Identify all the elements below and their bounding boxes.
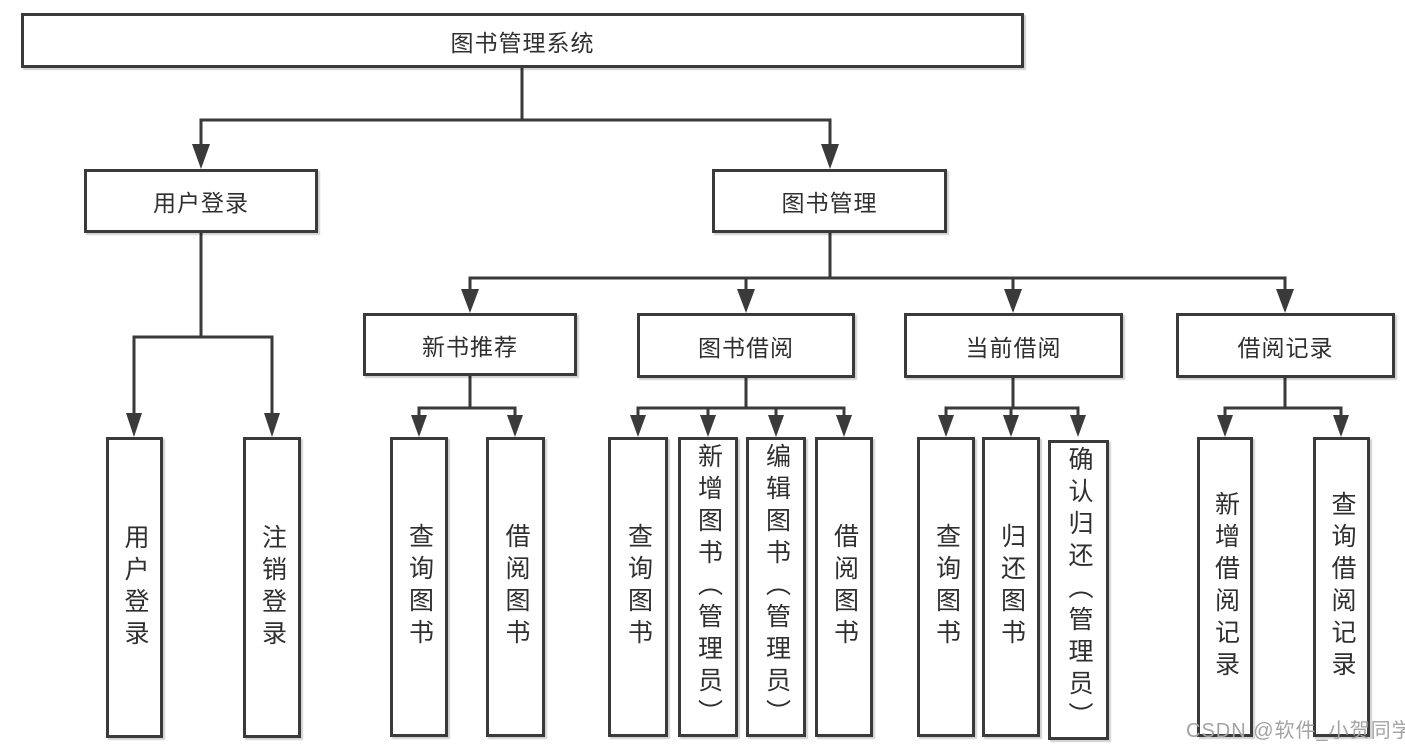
node-query-books-borrowing: 查询图书 bbox=[608, 437, 668, 737]
node-book-management-label: 图书管理 bbox=[781, 190, 878, 216]
node-add-borrow-record-label: 新增借阅记录 bbox=[1211, 491, 1240, 683]
node-logout-leaf-label: 注销登录 bbox=[258, 523, 287, 652]
node-query-books-borrowing-label: 查询图书 bbox=[624, 523, 653, 651]
node-logout-leaf: 注销登录 bbox=[243, 437, 301, 738]
node-query-books-current: 查询图书 bbox=[917, 437, 975, 737]
connector-user-login bbox=[126, 231, 280, 437]
node-new-book-recommendation-label: 新书推荐 bbox=[422, 333, 518, 360]
connector-current-borrowing bbox=[938, 376, 1086, 437]
node-root-label: 图书管理系统 bbox=[450, 29, 595, 56]
connector-root bbox=[192, 66, 839, 169]
node-query-books-recommend: 查询图书 bbox=[390, 437, 448, 737]
node-return-books-label: 归还图书 bbox=[997, 523, 1026, 651]
node-borrowing-records-label: 借阅记录 bbox=[1237, 334, 1334, 361]
node-book-borrowing-label: 图书借阅 bbox=[698, 334, 794, 361]
node-borrow-books-borrowing-label: 借阅图书 bbox=[830, 523, 859, 651]
node-query-borrow-record: 查询借阅记录 bbox=[1313, 437, 1370, 737]
node-query-borrow-record-label: 查询借阅记录 bbox=[1328, 491, 1356, 683]
node-borrow-books-recommend-label: 借阅图书 bbox=[502, 523, 530, 651]
node-add-borrow-record: 新增借阅记录 bbox=[1197, 437, 1253, 737]
node-edit-books-admin: 编辑图书（管理员） bbox=[746, 437, 806, 737]
node-user-login: 用户登录 bbox=[84, 169, 318, 233]
node-return-books: 归还图书 bbox=[982, 437, 1040, 737]
node-book-borrowing: 图书借阅 bbox=[637, 313, 855, 378]
node-new-book-recommendation: 新书推荐 bbox=[363, 313, 577, 376]
csdn-watermark: CSDN @软件_小贺同学 bbox=[1186, 720, 1405, 742]
node-confirm-return-admin-label: 确认归还（管理员） bbox=[1065, 446, 1093, 734]
node-user-login-leaf: 用户登录 bbox=[106, 437, 163, 738]
node-current-borrowing-label: 当前借阅 bbox=[965, 334, 1062, 361]
connector-book-management bbox=[461, 231, 1294, 313]
node-root: 图书管理系统 bbox=[21, 13, 1024, 68]
node-borrow-books-borrowing: 借阅图书 bbox=[815, 437, 873, 737]
connector-new-book-recommendation bbox=[411, 374, 523, 437]
node-add-books-admin: 新增图书（管理员） bbox=[678, 437, 738, 737]
node-query-books-recommend-label: 查询图书 bbox=[405, 523, 434, 651]
connector-book-borrowing bbox=[630, 376, 852, 437]
node-borrowing-records: 借阅记录 bbox=[1176, 313, 1395, 378]
node-current-borrowing: 当前借阅 bbox=[904, 313, 1123, 378]
node-user-login-leaf-label: 用户登录 bbox=[121, 523, 149, 652]
node-edit-books-admin-label: 编辑图书（管理员） bbox=[762, 443, 791, 731]
node-confirm-return-admin: 确认归还（管理员） bbox=[1048, 440, 1109, 740]
node-borrow-books-recommend: 借阅图书 bbox=[486, 437, 545, 737]
node-user-login-label: 用户登录 bbox=[153, 190, 249, 216]
node-book-management: 图书管理 bbox=[712, 169, 947, 233]
node-add-books-admin-label: 新增图书（管理员） bbox=[694, 443, 723, 731]
connector-borrowing-records bbox=[1217, 376, 1349, 437]
node-query-books-current-label: 查询图书 bbox=[932, 523, 961, 651]
